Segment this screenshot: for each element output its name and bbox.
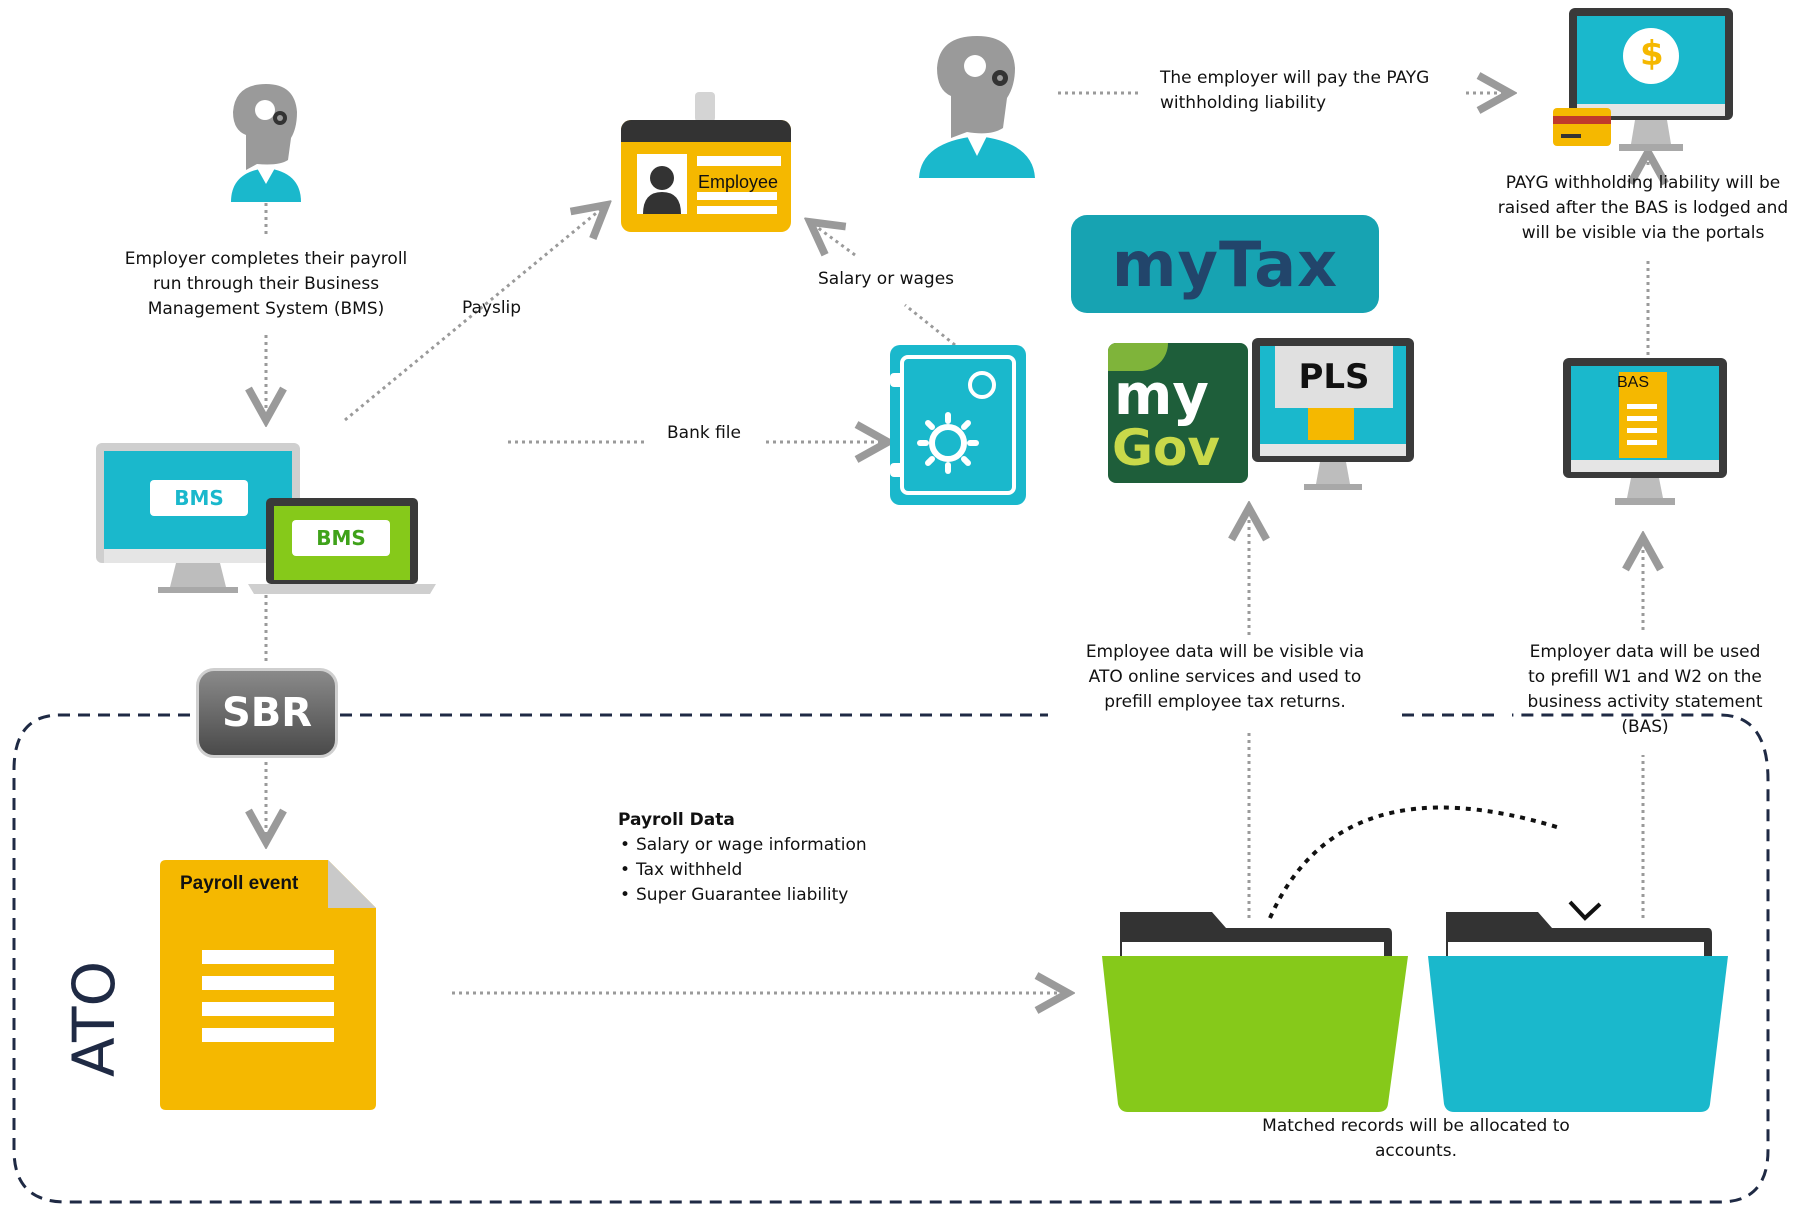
dollar-sign: $: [1640, 34, 1664, 74]
payg-raised-text: PAYG withholding liability will be raise…: [1497, 173, 1789, 243]
pls-label: PLS: [1298, 357, 1370, 397]
payroll-data-item: Tax withheld: [620, 858, 878, 883]
employer-person-icon: [213, 80, 319, 202]
payroll-data-list: Salary or wage information Tax withheld …: [618, 833, 878, 908]
bms-desktop-badge: BMS: [150, 480, 248, 516]
payroll-data-title: Payroll Data: [618, 810, 735, 830]
bas-label: BAS: [1617, 374, 1650, 391]
pls-badge: PLS: [1275, 346, 1393, 408]
mytax-logo[interactable]: myTax: [1071, 215, 1379, 313]
employee-card-label: Employee: [698, 172, 779, 192]
ato-label: ATO: [60, 960, 128, 1078]
payroll-data-panel: Payroll Data Salary or wage information …: [618, 808, 878, 908]
sbr-label: SBR: [221, 690, 313, 736]
employee-data-text: Employee data will be visible via ATO on…: [1085, 642, 1365, 712]
mygov-logo[interactable]: my Gov: [1108, 343, 1248, 483]
salary-wages-label: Salary or wages: [818, 269, 955, 289]
teal-folder-icon: [1428, 912, 1728, 1112]
employer-pay-text: The employer will pay the PAYG withholdi…: [1160, 68, 1430, 113]
employer-payroll-text: Employer completes their payroll run thr…: [124, 249, 408, 319]
payment-monitor-icon: [1553, 8, 1733, 153]
payslip-label: Payslip: [462, 298, 522, 318]
payroll-event-doc: [160, 860, 376, 1110]
payroll-data-item: Salary or wage information: [620, 833, 878, 858]
employer-data-text: Employer data will be used to prefill W1…: [1527, 642, 1763, 737]
mygov-line2: Gov: [1112, 419, 1220, 477]
bms-laptop-badge: BMS: [292, 520, 390, 556]
payroll-data-item: Super Guarantee liability: [620, 883, 878, 908]
employer-payer-icon: [915, 30, 1039, 178]
bms-desktop-label: BMS: [174, 486, 224, 510]
ato-boundary: [12, 713, 1770, 1204]
bms-laptop-label: BMS: [316, 526, 366, 550]
bank-safe-icon: [890, 345, 1026, 505]
bas-monitor-icon: [1563, 358, 1727, 506]
matched-records-text: Matched records will be allocated to acc…: [1262, 1116, 1570, 1161]
mytax-label: myTax: [1111, 227, 1339, 301]
matching-arrowhead: [1568, 900, 1602, 921]
bank-file-label: Bank file: [667, 423, 741, 443]
employee-card-icon: [621, 92, 791, 232]
green-folder-icon: [1102, 912, 1408, 1112]
sbr-badge: SBR: [196, 668, 338, 758]
payroll-event-label: Payroll event: [180, 873, 299, 894]
mygov-line1: my: [1114, 363, 1209, 428]
